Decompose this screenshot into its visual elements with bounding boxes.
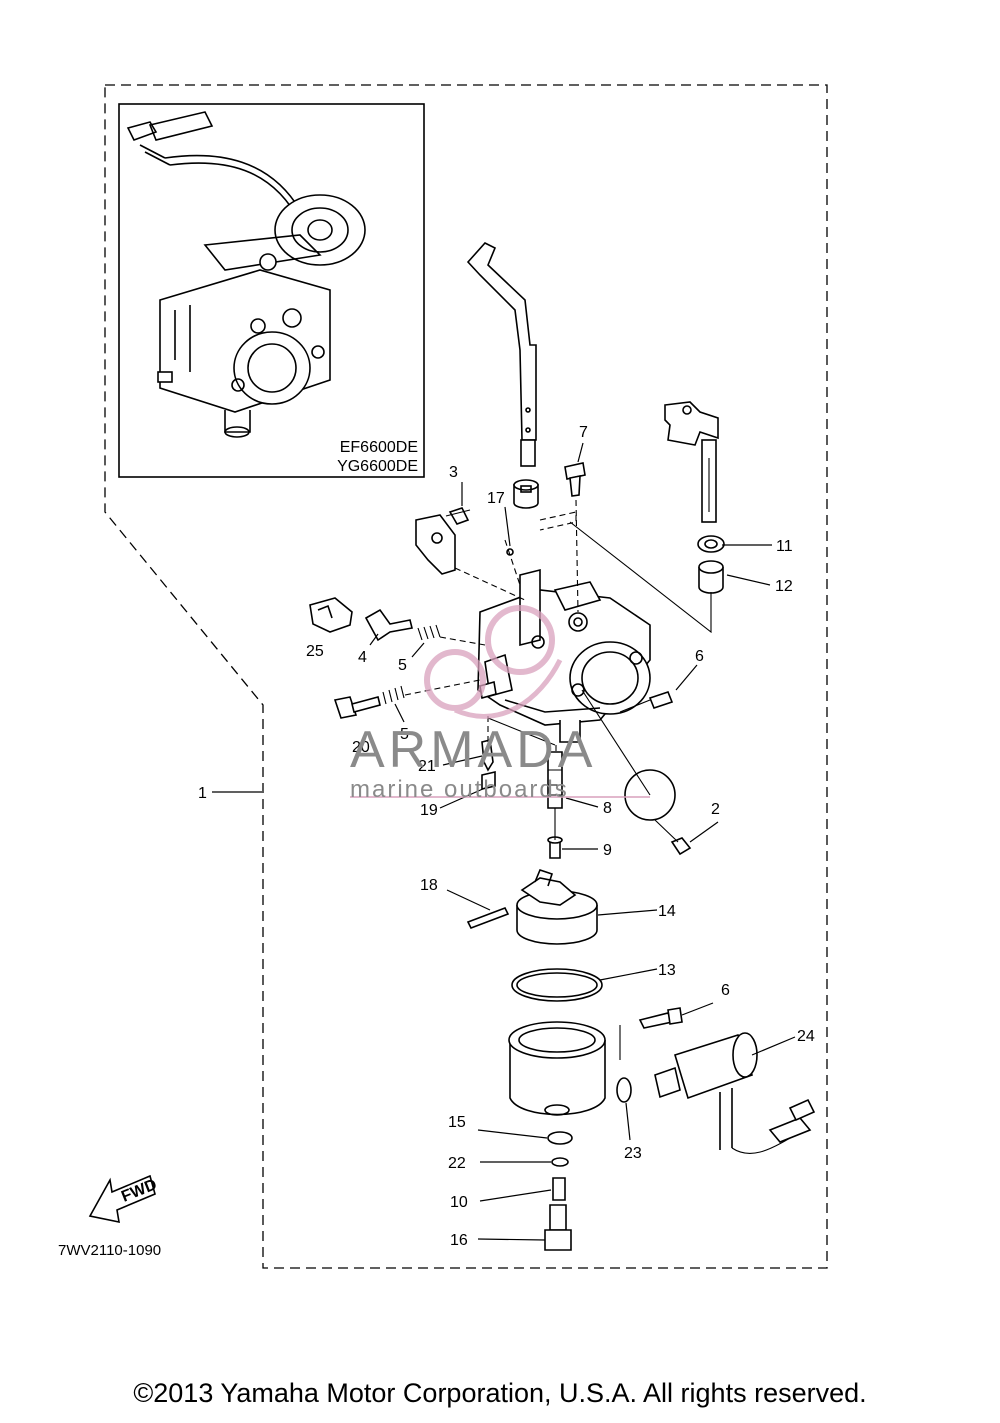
part-5-spring-upper bbox=[417, 624, 441, 641]
part-24-fuel-cut-solenoid bbox=[654, 1032, 816, 1154]
assembly-boundary bbox=[104, 84, 828, 1269]
callout-8: 8 bbox=[603, 800, 612, 817]
callout-1: 1 bbox=[198, 785, 207, 802]
callout-9: 9 bbox=[603, 842, 612, 859]
callout-25: 25 bbox=[306, 643, 324, 660]
callout-15: 15 bbox=[448, 1114, 466, 1131]
part-8-nozzle bbox=[547, 751, 563, 809]
callout-13: 13 bbox=[658, 962, 676, 979]
part-7-screw bbox=[564, 462, 586, 480]
inset-model-list: EF6600DE YG6600DE bbox=[288, 438, 418, 476]
part-6-screw-lower bbox=[638, 1012, 674, 1029]
part-22-o-ring bbox=[551, 1157, 569, 1167]
part-5-spring-lower bbox=[382, 685, 405, 705]
float-bowl bbox=[508, 1021, 606, 1116]
inset-model-1: EF6600DE bbox=[339, 439, 418, 456]
fwd-arrow-icon: FWD bbox=[88, 1174, 159, 1224]
callout-23: 23 bbox=[624, 1145, 642, 1162]
callout-18: 18 bbox=[420, 877, 438, 894]
throttle-lever bbox=[466, 242, 537, 467]
part-21-needle bbox=[481, 739, 494, 772]
watermark-logo-icon bbox=[350, 605, 650, 798]
part-4-screw bbox=[364, 608, 413, 642]
throttle-plate-bracket bbox=[415, 514, 456, 575]
choke-lever bbox=[664, 401, 719, 523]
part-20-screw bbox=[333, 696, 358, 719]
callout-11: 11 bbox=[776, 538, 793, 555]
inset-carburetor-illustration bbox=[126, 111, 366, 438]
callout-7: 7 bbox=[579, 424, 588, 441]
callout-17: 17 bbox=[487, 490, 505, 507]
callout-6-upper: 6 bbox=[695, 648, 704, 665]
part-18-pin bbox=[466, 906, 510, 930]
callout-22: 22 bbox=[448, 1155, 466, 1172]
callout-16: 16 bbox=[450, 1232, 468, 1249]
part-3-screw bbox=[448, 507, 470, 525]
inset-frame bbox=[118, 103, 425, 478]
callout-20: 20 bbox=[352, 739, 370, 756]
callout-14: 14 bbox=[658, 903, 676, 920]
part-19-clip bbox=[481, 770, 496, 791]
reference-code: 7WV2110-1090 bbox=[58, 1242, 162, 1259]
part-16-bolt bbox=[549, 1204, 567, 1231]
inset-model-2: YG6600DE bbox=[337, 458, 418, 475]
callout-6-lower: 6 bbox=[721, 982, 730, 999]
part-11-washer bbox=[697, 535, 725, 553]
carburetor-body bbox=[477, 568, 651, 743]
part-6-screw-upper bbox=[648, 691, 674, 709]
part-14-float bbox=[516, 869, 598, 945]
callout-5-lower: 5 bbox=[400, 726, 409, 743]
callout-5-upper: 5 bbox=[398, 657, 407, 674]
callout-19: 19 bbox=[420, 802, 438, 819]
callout-3: 3 bbox=[449, 464, 458, 481]
part-17-jet-cap bbox=[513, 484, 539, 509]
part-2-screw bbox=[670, 837, 692, 856]
copyright-notice: ©2013 Yamaha Motor Corporation, U.S.A. A… bbox=[133, 1378, 867, 1408]
callout-2: 2 bbox=[711, 801, 720, 818]
callout-21: 21 bbox=[418, 758, 436, 775]
part-23-washer bbox=[616, 1077, 632, 1103]
callout-24: 24 bbox=[797, 1028, 815, 1045]
callout-12: 12 bbox=[775, 578, 793, 595]
part-10-jet bbox=[552, 1177, 566, 1201]
callout-10: 10 bbox=[450, 1194, 468, 1211]
part-15-seal bbox=[547, 1131, 573, 1145]
callout-4: 4 bbox=[358, 649, 367, 666]
part-13-gasket bbox=[511, 968, 603, 1002]
